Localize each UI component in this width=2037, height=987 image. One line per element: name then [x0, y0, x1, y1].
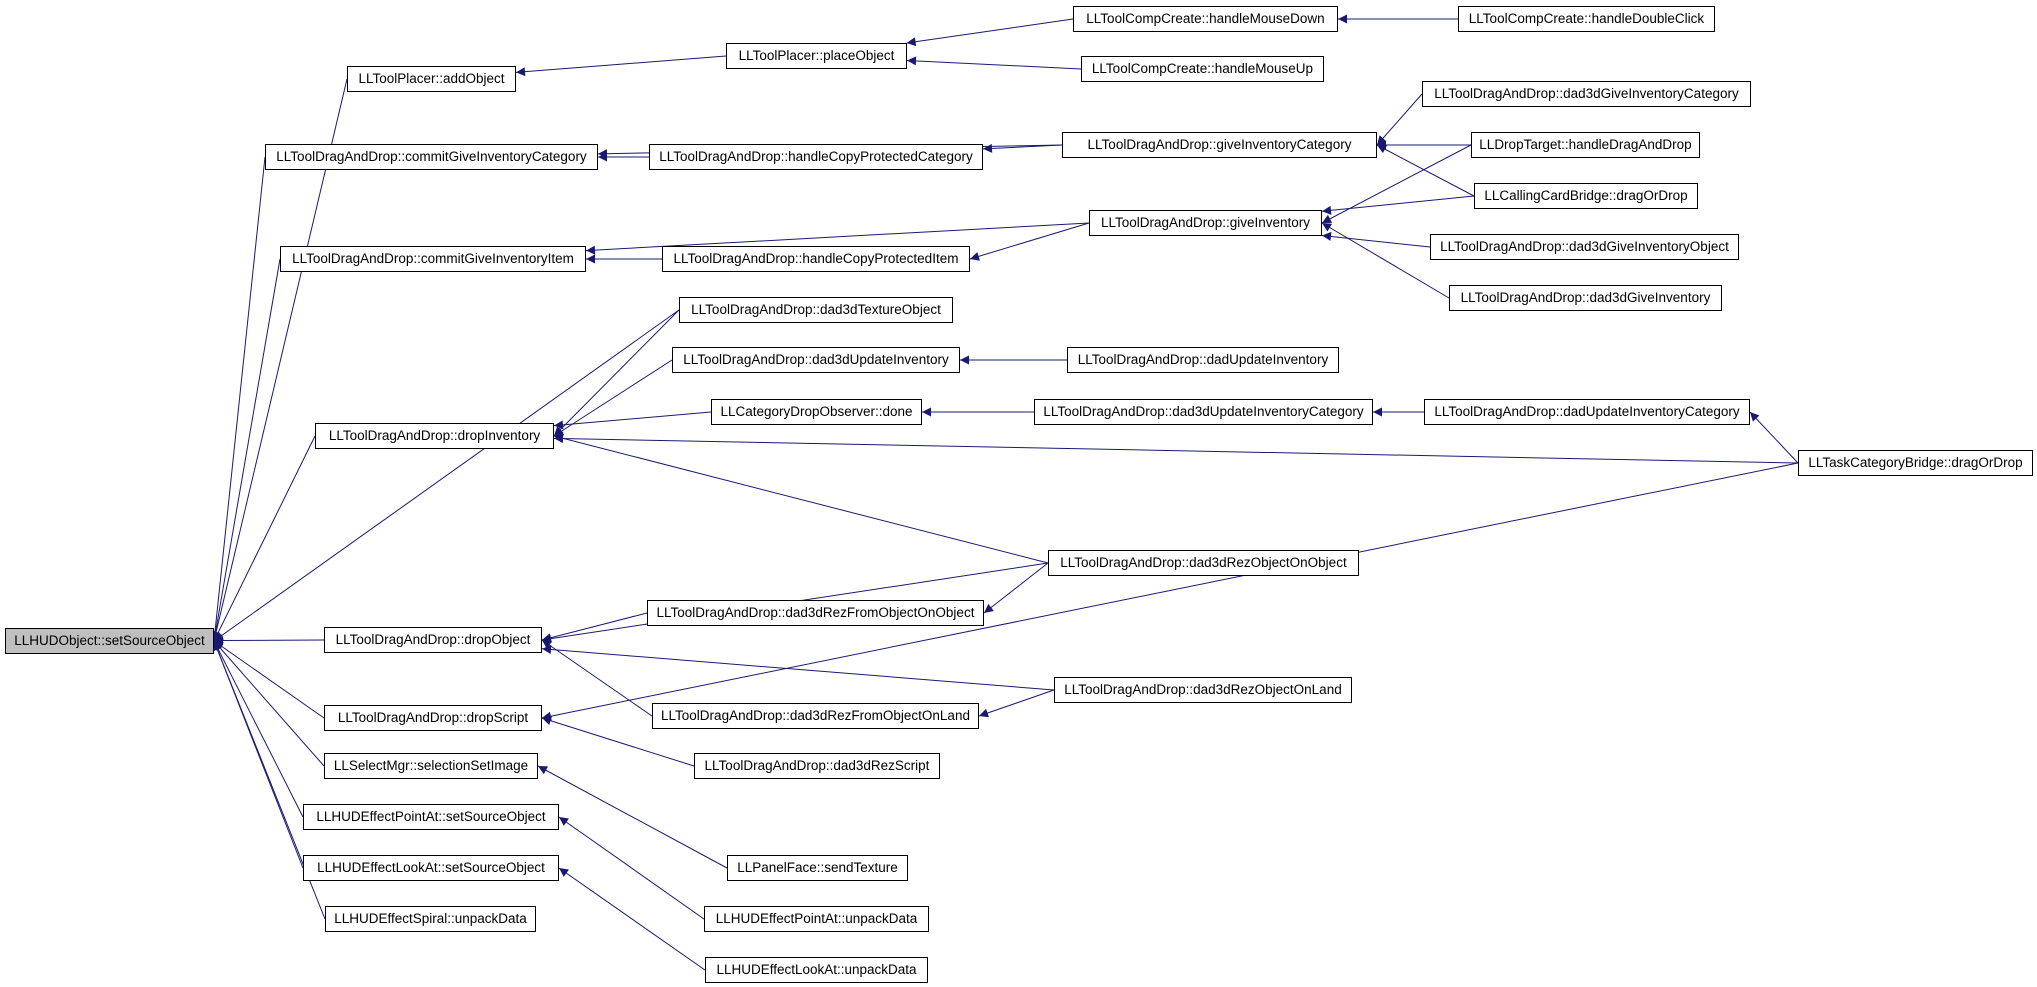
call-edge-n24-n23	[553, 434, 1799, 464]
call-edge-n38-n35	[558, 867, 706, 971]
graph-node-root[interactable]: LLHUDObject::setSourceObject	[5, 628, 214, 654]
graph-node[interactable]: LLDropTarget::handleDragAndDrop	[1471, 132, 1700, 158]
graph-node[interactable]: LLToolDragAndDrop::commitGiveInventoryCa…	[265, 144, 598, 170]
graph-node[interactable]: LLToolDragAndDrop::dadUpdateInventory	[1067, 347, 1339, 373]
call-edge-n23-n0	[213, 435, 316, 642]
graph-node[interactable]: LLToolDragAndDrop::dad3dUpdateInventory	[672, 347, 960, 373]
call-edge-n30-n27	[541, 639, 653, 717]
call-edge-n2-n1	[515, 55, 727, 77]
call-edge-n27-n0	[213, 635, 325, 645]
call-edge-n17-n0	[213, 309, 680, 642]
call-edge-n15-n12	[1321, 231, 1431, 248]
graph-node[interactable]: LLToolCompCreate::handleDoubleClick	[1458, 6, 1715, 32]
graph-node[interactable]: LLHUDEffectPointAt::setSourceObject	[303, 804, 559, 830]
call-edge-n25-n26	[983, 562, 1049, 614]
graph-node[interactable]: LLToolDragAndDrop::handleCopyProtectedCa…	[649, 144, 983, 170]
call-edge-n24-n22	[1749, 411, 1799, 464]
graph-node[interactable]: LLToolDragAndDrop::dad3dRezFromObjectOnO…	[647, 600, 984, 626]
graph-node[interactable]: LLSelectMgr::selectionSetImage	[324, 753, 538, 779]
graph-node[interactable]: LLToolDragAndDrop::giveInventory	[1089, 210, 1322, 236]
graph-node[interactable]: LLToolDragAndDrop::dad3dGiveInventoryObj…	[1430, 234, 1739, 260]
call-edge-n7-n0	[210, 156, 266, 642]
call-edge-n28-n30	[978, 689, 1055, 718]
call-edge-n16-n12	[1321, 222, 1450, 299]
graph-node[interactable]: LLHUDEffectLookAt::unpackData	[705, 957, 928, 983]
graph-node[interactable]: LLToolDragAndDrop::dad3dRezFromObjectOnL…	[652, 703, 979, 729]
graph-node[interactable]: LLToolDragAndDrop::dad3dGiveInventoryCat…	[1422, 81, 1751, 107]
call-edge-n32-n29	[541, 716, 695, 767]
call-edge-n11-n12	[1321, 195, 1475, 215]
call-edge-n25-n23	[553, 433, 1049, 564]
graph-node[interactable]: LLPanelFace::sendTexture	[727, 855, 908, 881]
graph-node[interactable]: LLHUDEffectPointAt::unpackData	[704, 906, 929, 932]
graph-node[interactable]: LLToolDragAndDrop::dad3dRezObjectOnLand	[1054, 677, 1352, 703]
call-edge-n6-n9	[1376, 93, 1423, 146]
graph-node[interactable]: LLToolDragAndDrop::dadUpdateInventoryCat…	[1424, 399, 1750, 425]
graph-node[interactable]: LLToolCompCreate::handleMouseUp	[1081, 56, 1324, 82]
call-edge-n26-n27	[541, 612, 648, 643]
call-edge-n28-n27	[541, 645, 1055, 691]
graph-node[interactable]: LLToolDragAndDrop::giveInventoryCategory	[1062, 132, 1377, 158]
call-edge-n5-n2	[906, 56, 1082, 70]
call-edge-n37-n33	[558, 816, 705, 920]
graph-node[interactable]: LLCallingCardBridge::dragOrDrop	[1474, 183, 1698, 209]
call-edge-n18-n23	[553, 359, 673, 437]
call-edge-n11-n9	[1376, 144, 1475, 197]
graph-node[interactable]: LLToolCompCreate::handleMouseDown	[1073, 6, 1338, 32]
graph-node[interactable]: LLToolDragAndDrop::dropObject	[324, 627, 542, 653]
graph-node[interactable]: LLHUDEffectSpiral::unpackData	[325, 906, 536, 932]
graph-node[interactable]: LLTaskCategoryBridge::dragOrDrop	[1798, 450, 2033, 476]
call-edge-n3-n2	[906, 18, 1074, 47]
call-edge-n31-n0	[213, 640, 325, 767]
graph-node[interactable]: LLToolPlacer::placeObject	[726, 43, 907, 69]
graph-node[interactable]: LLCategoryDropObserver::done	[711, 399, 922, 425]
graph-node[interactable]: LLToolDragAndDrop::dad3dRezScript	[694, 753, 940, 779]
graph-node[interactable]: LLToolDragAndDrop::dad3dGiveInventory	[1449, 285, 1722, 311]
call-edge-n34-n31	[537, 765, 728, 869]
call-edge-n1-n0	[211, 78, 348, 642]
call-edge-n20-n23	[553, 411, 712, 430]
graph-node[interactable]: LLToolDragAndDrop::dropInventory	[315, 423, 554, 449]
graph-node[interactable]: LLToolDragAndDrop::dad3dTextureObject	[679, 297, 953, 323]
call-edge-n24-n29	[541, 462, 1799, 721]
graph-node[interactable]: LLToolDragAndDrop::commitGiveInventoryIt…	[280, 246, 586, 272]
call-edge-n13-n0	[211, 258, 281, 642]
graph-node[interactable]: LLToolDragAndDrop::dad3dRezObjectOnObjec…	[1048, 550, 1359, 576]
graph-node[interactable]: LLToolDragAndDrop::handleCopyProtectedIt…	[662, 246, 970, 272]
graph-node[interactable]: LLToolDragAndDrop::dropScript	[324, 705, 542, 731]
call-edge-n17-n23	[553, 309, 680, 437]
call-edge-n33-n0	[213, 640, 304, 818]
call-edge-n10-n12	[1321, 144, 1472, 224]
graph-node[interactable]: LLToolPlacer::addObject	[347, 66, 516, 92]
graph-node[interactable]: LLHUDEffectLookAt::setSourceObject	[303, 855, 559, 881]
call-edge-n29-n0	[213, 640, 325, 719]
call-edge-n12-n14	[969, 222, 1090, 261]
call-edge-n9-n8	[982, 143, 1063, 153]
graph-node[interactable]: LLToolDragAndDrop::dad3dUpdateInventoryC…	[1034, 399, 1373, 425]
